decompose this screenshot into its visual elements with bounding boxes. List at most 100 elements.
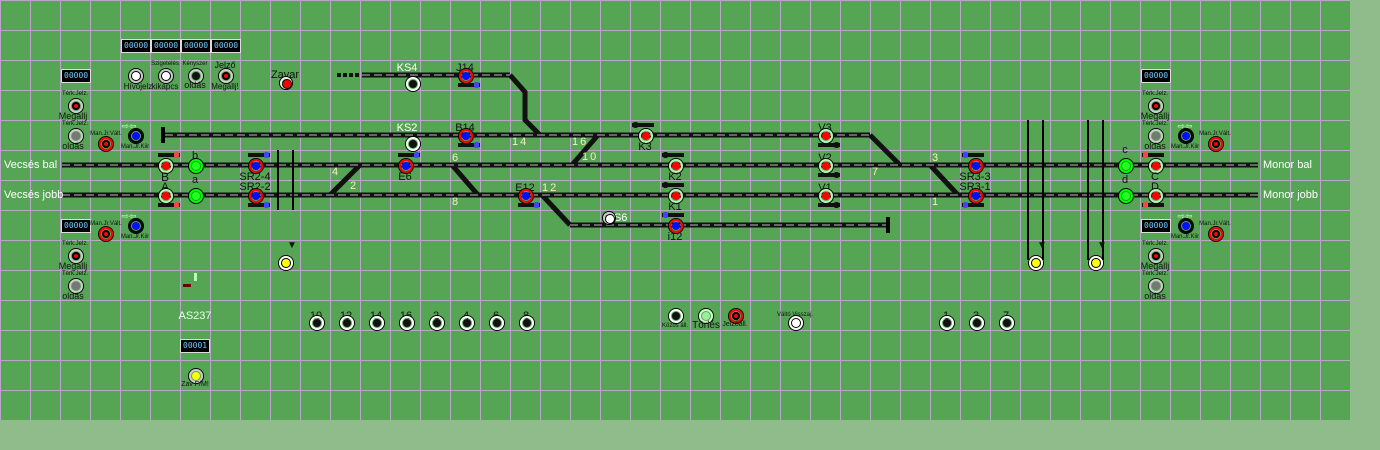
signal-a[interactable] — [189, 189, 203, 203]
jelzo-megallj-button[interactable] — [219, 69, 233, 83]
signal-B[interactable] — [159, 159, 173, 173]
switch-button-2[interactable] — [430, 316, 444, 330]
torles-button[interactable] — [699, 309, 713, 323]
signal-V2[interactable] — [819, 159, 833, 173]
as-label: AS237 — [178, 310, 212, 322]
terk-jelz-oldas-button[interactable] — [1149, 279, 1163, 293]
terk-jelz-oldas-button[interactable] — [1149, 129, 1163, 143]
signal-A-label: A — [161, 181, 169, 193]
man-jr-valt-label: Man.Jr.Vált. — [1199, 221, 1231, 227]
switch-button-8[interactable] — [520, 316, 534, 330]
signal-SR3-1-label: SR3-1 — [959, 181, 991, 193]
counter-right-lower: 00000 — [1141, 219, 1172, 233]
signal-D[interactable] — [1149, 189, 1163, 203]
insulation-lines — [161, 120, 1104, 260]
switch-button-7[interactable] — [1000, 316, 1014, 330]
signal-SR2-4[interactable] — [249, 159, 263, 173]
man-jr-kiir-button[interactable] — [129, 219, 143, 233]
terk-jelz-megallj-button[interactable] — [69, 249, 83, 263]
signal-SR3-1[interactable] — [969, 189, 983, 203]
valto-visszaj-label: Váltó Visszaj. — [777, 312, 813, 318]
terk-jelz-label: Térk.Jelz. — [61, 91, 89, 97]
jelzoall-label: Jelzőáll. — [722, 321, 748, 328]
counter-left-lower: 00000 — [61, 219, 92, 233]
shunt-signal-yellow[interactable] — [279, 256, 293, 270]
terk-jelz-megallj-button[interactable] — [69, 99, 83, 113]
signal-V3[interactable] — [819, 129, 833, 143]
ks2-button[interactable] — [406, 137, 420, 151]
hivojelz-label: Hívójelz — [123, 82, 153, 91]
man-jr-kiir-button[interactable] — [129, 129, 143, 143]
man-jr-valt-button[interactable] — [99, 227, 113, 241]
signal-b-label: b — [191, 150, 199, 162]
terk-jelz-megallj-button[interactable] — [1149, 249, 1163, 263]
zav-fm-label: Zav F/M! — [181, 381, 209, 388]
man-jr-kiir-button[interactable] — [1179, 129, 1193, 143]
signal-E6-label: E6 — [398, 171, 412, 183]
man-jr-valt-label: Man.Jr.Vált. — [90, 131, 122, 137]
signal-K2[interactable] — [669, 159, 683, 173]
man-jr-kiir-label: Man.Jr.Kiir — [1170, 144, 1200, 150]
ks6-button[interactable] — [603, 212, 615, 224]
signal-K3[interactable] — [639, 129, 653, 143]
kozos-all-button[interactable] — [669, 309, 683, 323]
hivojelz-button[interactable] — [129, 69, 143, 83]
switch-button-16[interactable] — [400, 316, 414, 330]
signal-K1[interactable] — [669, 189, 683, 203]
signal-B14[interactable] — [459, 129, 473, 143]
signal-E6[interactable] — [399, 159, 413, 173]
signal-J14[interactable] — [459, 69, 473, 83]
signal-arm — [662, 182, 684, 188]
signal-arm — [662, 152, 684, 158]
switch-button-10[interactable] — [310, 316, 324, 330]
signal-V1-label: V1 — [818, 182, 832, 194]
man-jr-valt-button[interactable] — [1209, 137, 1223, 151]
switch-button-4[interactable] — [460, 316, 474, 330]
signal-arm — [662, 212, 684, 218]
man-jr-kiir-label: Man.Jr.Kiir — [120, 144, 150, 150]
signal-b[interactable] — [189, 159, 203, 173]
signal-arm — [632, 122, 654, 128]
signal-SR3-3-label: SR3-3 — [959, 171, 991, 183]
signal-V1[interactable] — [819, 189, 833, 203]
kenyszer-oldas-button[interactable] — [189, 69, 203, 83]
megallj-label: Megállj — [58, 111, 88, 121]
ks4-button[interactable] — [406, 77, 420, 91]
man-jr-kiir-button[interactable] — [1179, 219, 1193, 233]
ks2-label: KS2 — [396, 122, 418, 134]
signal-C[interactable] — [1149, 159, 1163, 173]
terk-jelz-oldas-button[interactable] — [69, 279, 83, 293]
switch-button-6[interactable] — [490, 316, 504, 330]
switch-button-12[interactable] — [340, 316, 354, 330]
man-jr-valt-button[interactable] — [99, 137, 113, 151]
valto-visszaj-button[interactable] — [789, 316, 803, 330]
signal-SR3-3[interactable] — [969, 159, 983, 173]
man-jr-valt-button[interactable] — [1209, 227, 1223, 241]
kikapcs-button[interactable] — [159, 69, 173, 83]
terk-jelz-megallj-button[interactable] — [1149, 99, 1163, 113]
switch-button-1[interactable] — [940, 316, 954, 330]
switch-number-2: 2 — [350, 180, 359, 192]
szigeteles-label: Szigetelés — [151, 61, 179, 67]
signal-arm — [818, 202, 840, 208]
signal-SR2-2[interactable] — [249, 189, 263, 203]
signal-E12[interactable] — [519, 189, 533, 203]
terk-jelz-label: Térk.Jelz. — [1141, 241, 1169, 247]
arrow-icon: ⇨⇦ — [121, 211, 137, 221]
signal-d[interactable] — [1119, 189, 1133, 203]
shunt-signal-yellow[interactable] — [1089, 256, 1103, 270]
signal-i12[interactable] — [669, 219, 683, 233]
signal-d-label: d — [1121, 174, 1129, 186]
arrow-icon: ⇨⇦ — [1177, 121, 1193, 131]
signal-arm — [518, 202, 540, 208]
switch-button-14[interactable] — [370, 316, 384, 330]
shunt-signal-yellow[interactable] — [1029, 256, 1043, 270]
signal-A[interactable] — [159, 189, 173, 203]
zav-fm-button[interactable] — [189, 369, 203, 383]
jelzoall-button[interactable] — [729, 309, 743, 323]
signal-B14-label: B14 — [455, 122, 475, 134]
signal-c[interactable] — [1119, 159, 1133, 173]
switch-button-3[interactable] — [970, 316, 984, 330]
terk-jelz-oldas-button[interactable] — [69, 129, 83, 143]
counter-as: 00001 — [180, 339, 211, 353]
